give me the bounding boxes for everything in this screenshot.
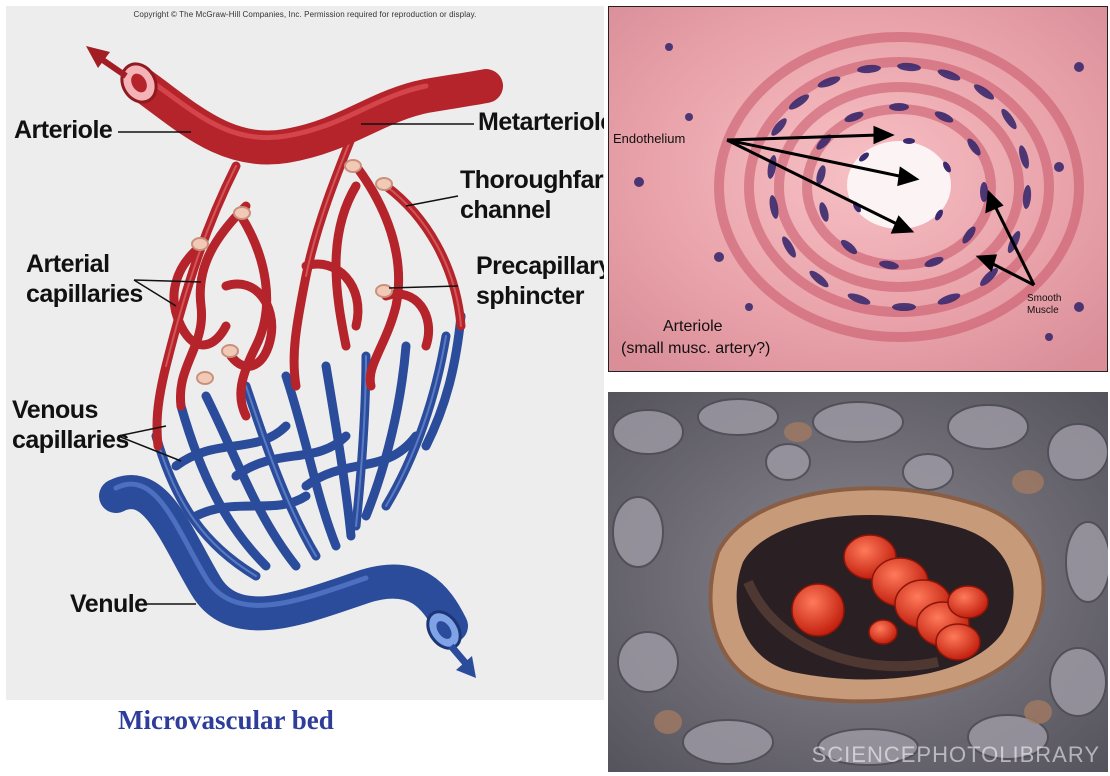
label-venous-capillaries: capillaries xyxy=(12,426,129,454)
label-metarteriole: Metarteriole xyxy=(478,108,604,136)
histology-micrograph: Endothelium Smooth Muscle Arteriole (sma… xyxy=(608,6,1108,372)
label-arteriole: Arteriole xyxy=(14,116,112,144)
label-sphincter: sphincter xyxy=(476,282,584,310)
label-arterial: Arterial xyxy=(26,250,110,278)
label-small-musc-artery: (small musc. artery?) xyxy=(621,340,770,358)
microvascular-diagram: Copyright © The McGraw-Hill Companies, I… xyxy=(6,6,604,700)
histology-image xyxy=(609,7,1107,371)
label-channel: channel xyxy=(460,196,551,224)
label-arteriole-histology: Arteriole xyxy=(663,318,723,336)
label-venous: Venous xyxy=(12,396,98,424)
sem-micrograph: SCIENCEPHOTOLIBRARY xyxy=(608,392,1108,772)
label-thoroughfare: Thoroughfare xyxy=(460,166,604,194)
label-endothelium: Endothelium xyxy=(613,131,685,146)
watermark-text: SCIENCEPHOTOLIBRARY xyxy=(812,742,1100,768)
label-smooth: Smooth xyxy=(1027,293,1061,304)
label-muscle: Muscle xyxy=(1027,305,1059,316)
label-venule: Venule xyxy=(70,590,148,618)
figure-caption: Microvascular bed xyxy=(118,705,334,736)
label-arterial-capillaries: capillaries xyxy=(26,280,143,308)
sem-image xyxy=(608,392,1108,772)
label-precapillary: Precapillary xyxy=(476,252,604,280)
